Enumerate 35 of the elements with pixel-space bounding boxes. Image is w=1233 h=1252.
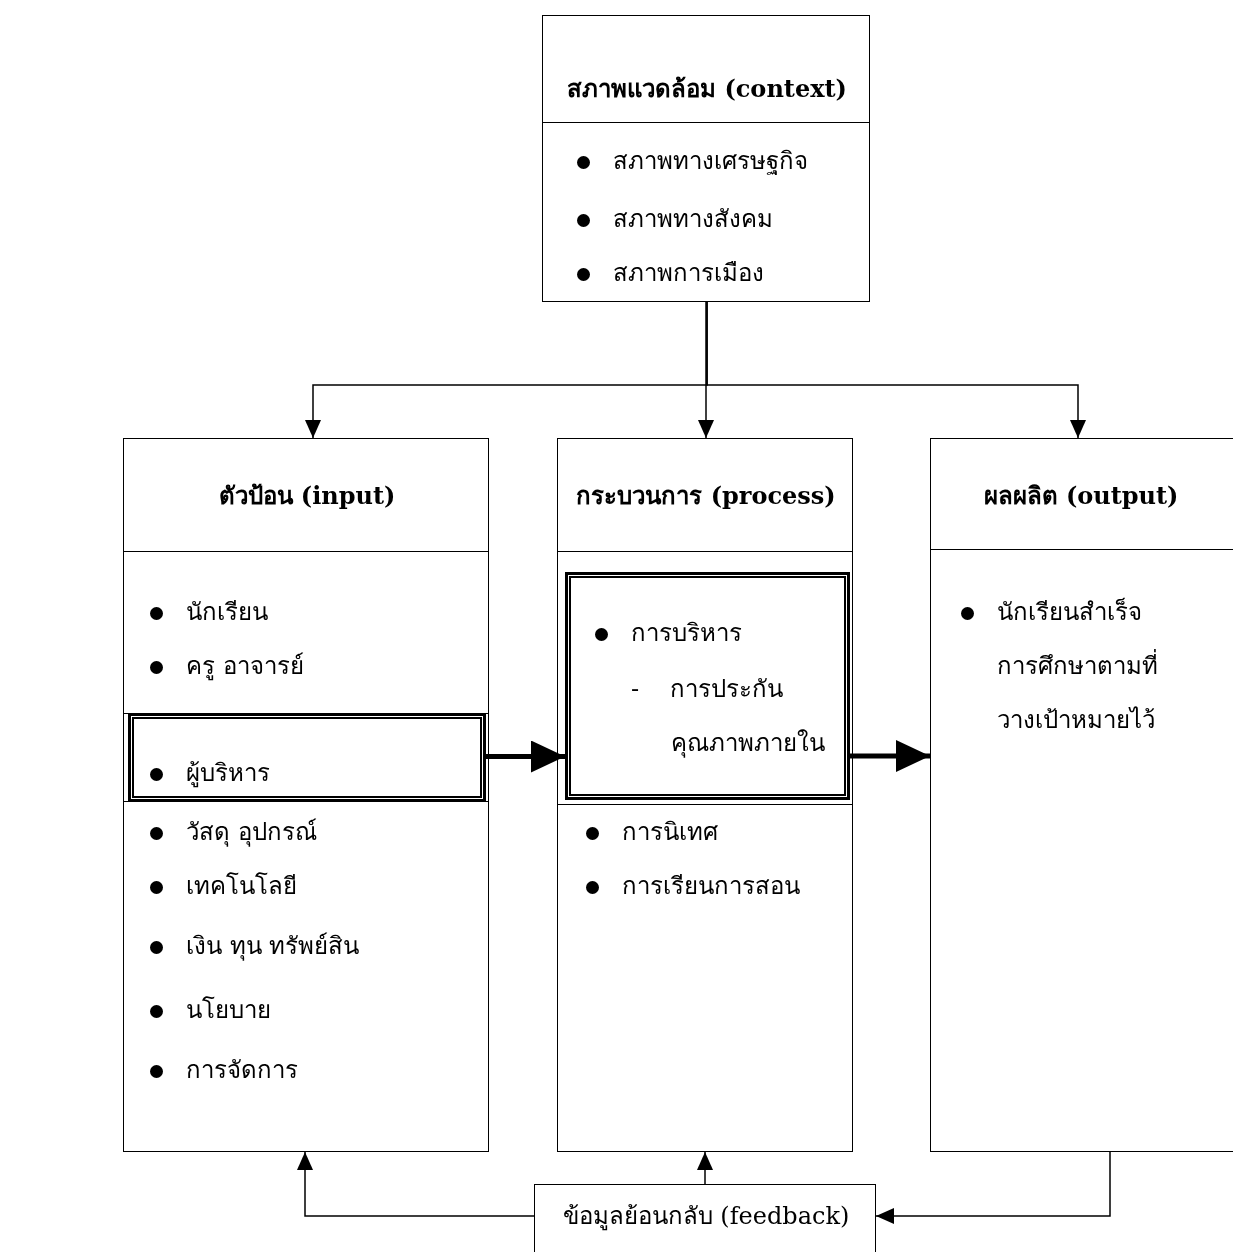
list-item: การจัดการ <box>186 1055 298 1085</box>
list-item: วัสดุ อุปกรณ์ <box>186 817 317 847</box>
arrow <box>297 1151 535 1217</box>
heading: ข้อมูลย้อนกลับ (feedback) <box>561 1201 851 1231</box>
heading: ตัวป้อน (input) <box>217 481 397 511</box>
list-item: เทคโนโลยี <box>186 871 297 901</box>
list-item: เงิน ทุน ทรัพย์สิน <box>186 931 360 961</box>
list-item: สภาพทางเศรษฐกิจ <box>613 146 808 176</box>
arrow <box>875 1151 1111 1224</box>
process-box <box>557 438 853 1152</box>
list-item: ครู อาจารย์ <box>186 651 304 681</box>
arrow <box>698 301 714 439</box>
feedback-box <box>534 1184 876 1252</box>
input-box <box>123 438 489 1152</box>
context-box <box>542 15 870 302</box>
list-item: นักเรียน <box>186 597 268 627</box>
arrow <box>706 301 1086 439</box>
heading: กระบวนการ (process) <box>575 481 837 511</box>
arrow <box>484 740 565 773</box>
arrow <box>848 740 930 772</box>
list-item: การบริหาร <box>631 618 742 648</box>
list-item: - การประกันคุณภาพภายใน <box>631 674 826 760</box>
list-item: ผู้บริหาร <box>186 758 270 788</box>
list-item: การเรียนการสอน <box>622 871 800 901</box>
list-item: สภาพทางสังคม <box>613 204 773 234</box>
heading: ผลผลิต (output) <box>982 481 1180 511</box>
highlight-box <box>129 714 485 801</box>
output-box <box>930 438 1233 1152</box>
list-item: สภาพการเมือง <box>613 258 764 288</box>
list-item: การนิเทศ <box>622 817 718 847</box>
arrow <box>697 1151 713 1185</box>
highlight-box <box>566 573 849 799</box>
list-item: นโยบาย <box>186 995 271 1025</box>
heading: สภาพแวดล้อม (context) <box>566 74 848 104</box>
list-item: นักเรียนสำเร็จการศึกษาตามที่วางเป้าหมายไว้ <box>997 596 1159 736</box>
